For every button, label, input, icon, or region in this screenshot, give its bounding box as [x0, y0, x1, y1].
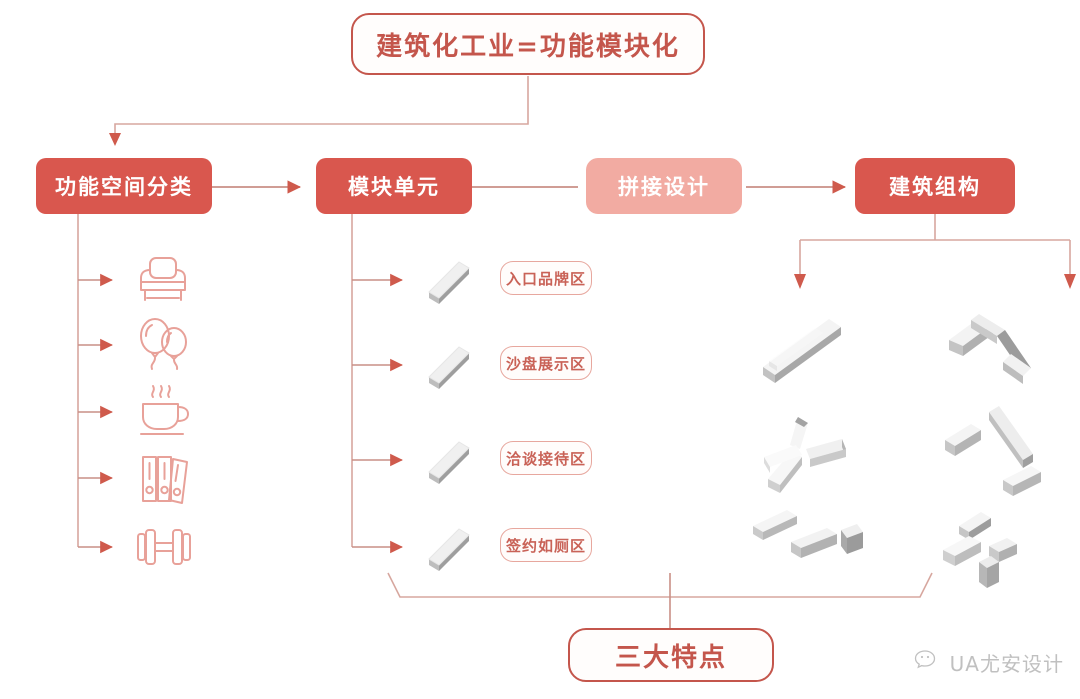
l-shape-cluster	[935, 300, 1055, 400]
summary-box-label: 三大特点	[614, 642, 727, 673]
wechat-bubble-icon	[914, 648, 942, 677]
stage-box-label: 功能空间分类	[55, 175, 193, 199]
balloons-icon	[132, 316, 194, 374]
binders-icon	[136, 452, 194, 506]
stage-box-func-space[interactable]: 功能空间分类	[36, 158, 212, 214]
u-shape-cluster	[935, 402, 1055, 512]
staggered-cluster	[745, 498, 870, 588]
watermark: UA尤安设计	[914, 648, 1064, 677]
title-box[interactable]: 建筑化工业=功能模块化	[351, 13, 705, 75]
stage-box-label: 模块单元	[348, 175, 440, 199]
module-block-icon	[418, 522, 476, 574]
module-label: 洽谈接待区	[505, 449, 586, 468]
linear-cluster	[745, 305, 865, 395]
module-label-pill[interactable]: 沙盘展示区	[500, 346, 592, 380]
armchair-icon	[132, 252, 194, 310]
coffee-cup-icon	[132, 382, 194, 442]
stage-box-splice-design[interactable]: 拼接设计	[586, 158, 742, 214]
cross-cluster	[935, 500, 1055, 600]
title-box-label: 建筑化工业=功能模块化	[376, 31, 680, 62]
dumbbell-icon	[134, 524, 194, 570]
module-label-pill[interactable]: 入口品牌区	[500, 261, 592, 295]
stage-box-module-unit[interactable]: 模块单元	[316, 158, 472, 214]
stage-box-building-assembly[interactable]: 建筑组构	[855, 158, 1015, 214]
module-block-icon	[418, 255, 476, 307]
stage-box-label: 建筑组构	[889, 175, 981, 199]
module-label-pill[interactable]: 签约如厕区	[500, 528, 592, 562]
module-label: 沙盘展示区	[505, 354, 586, 373]
module-label: 入口品牌区	[505, 269, 586, 288]
module-block-icon	[418, 435, 476, 487]
summary-box[interactable]: 三大特点	[568, 628, 774, 682]
module-block-icon	[418, 340, 476, 392]
module-label-pill[interactable]: 洽谈接待区	[500, 441, 592, 475]
stage-box-label: 拼接设计	[618, 175, 710, 199]
watermark-text: UA尤安设计	[949, 652, 1064, 676]
pinwheel-cluster	[750, 405, 860, 505]
module-label: 签约如厕区	[505, 536, 586, 555]
